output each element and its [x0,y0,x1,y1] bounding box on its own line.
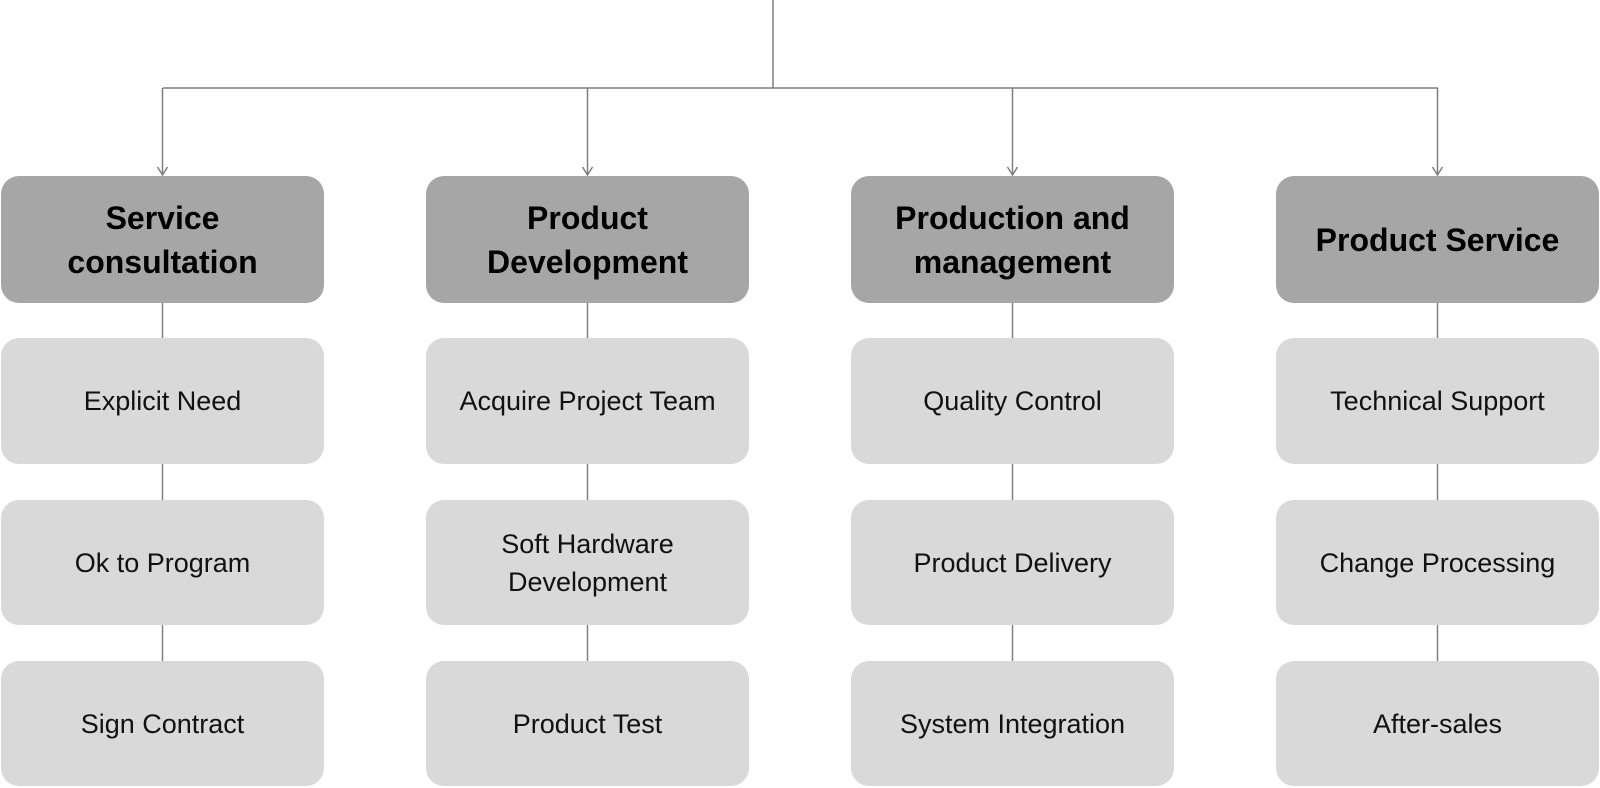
header-label: Product Development [487,199,688,280]
item-acquire-project-team: Acquire Project Team [426,338,749,464]
arrowhead [1006,166,1019,177]
header-production-and-management: Production and management [851,176,1174,303]
item-sign-contract: Sign Contract [1,661,324,786]
header-label: Product Service [1315,221,1560,258]
arrowhead [581,166,594,177]
item-label: Change Processing [1319,547,1556,578]
header-label: Service consultation [67,199,258,280]
item-system-integration: System Integration [851,661,1174,786]
item-label: Sign Contract [80,708,245,739]
arrowhead [156,166,169,177]
item-label: After-sales [1372,708,1503,739]
item-technical-support: Technical Support [1276,338,1599,464]
item-label: Quality Control [923,386,1102,416]
item-label: Product Test [512,708,663,739]
item-label: Ok to Program [74,547,251,578]
header-service-consultation: Service consultation [1,176,324,303]
item-label: Acquire Project Team [459,386,716,416]
item-after-sales: After-sales [1276,661,1599,786]
header-product-service: Product Service [1276,176,1599,303]
header-product-development: Product Development [426,176,749,303]
item-product-test: Product Test [426,661,749,786]
item-label: Technical Support [1330,386,1545,416]
item-soft-hardware-development: Soft Hardware Development [426,500,749,625]
arrowhead [1431,166,1444,177]
item-quality-control: Quality Control [851,338,1174,464]
item-label: Explicit Need [83,386,242,416]
item-change-processing: Change Processing [1276,500,1599,625]
item-product-delivery: Product Delivery [851,500,1174,625]
header-label: Production and management [895,199,1130,280]
item-label: Soft Hardware Development [501,528,674,597]
item-label: System Integration [899,708,1126,739]
item-label: Product Delivery [913,547,1112,578]
item-ok-to-program: Ok to Program [1,500,324,625]
item-explicit-need: Explicit Need [1,338,324,464]
